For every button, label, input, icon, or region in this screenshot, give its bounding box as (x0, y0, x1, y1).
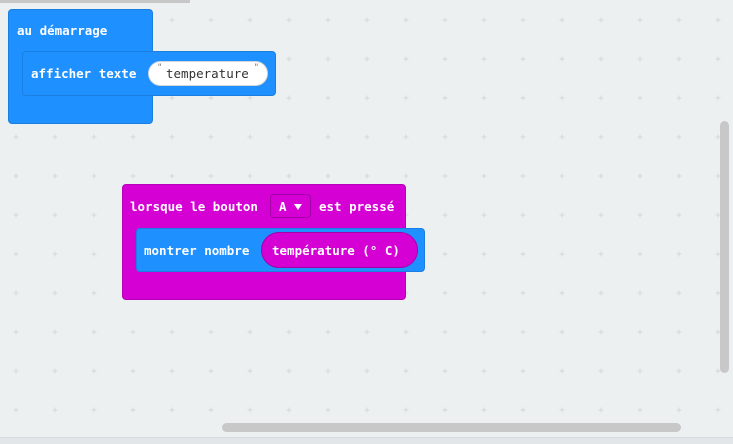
string-input[interactable]: " temperature " (148, 61, 268, 86)
workspace-bottom-edge (0, 437, 733, 444)
button-dropdown[interactable]: A (270, 194, 311, 218)
close-quote-icon: " (253, 63, 259, 73)
temperature-reporter-label: température (° C) (272, 243, 400, 258)
temperature-reporter[interactable]: température (° C) (261, 232, 418, 268)
show-number-label: montrer nombre (144, 243, 250, 258)
on-start-label: au démarrage (17, 23, 108, 38)
toolbar-edge (0, 0, 190, 3)
show-string-label: afficher texte (31, 66, 137, 81)
string-value: temperature (166, 66, 249, 81)
open-quote-icon: " (157, 63, 163, 73)
event-prefix-label: lorsque le bouton (130, 199, 258, 214)
button-dropdown-value: A (279, 199, 287, 214)
caret-down-icon (294, 204, 302, 210)
event-suffix-label: est pressé (319, 199, 395, 214)
vertical-scrollbar[interactable] (720, 121, 729, 373)
horizontal-scrollbar[interactable] (222, 423, 681, 432)
